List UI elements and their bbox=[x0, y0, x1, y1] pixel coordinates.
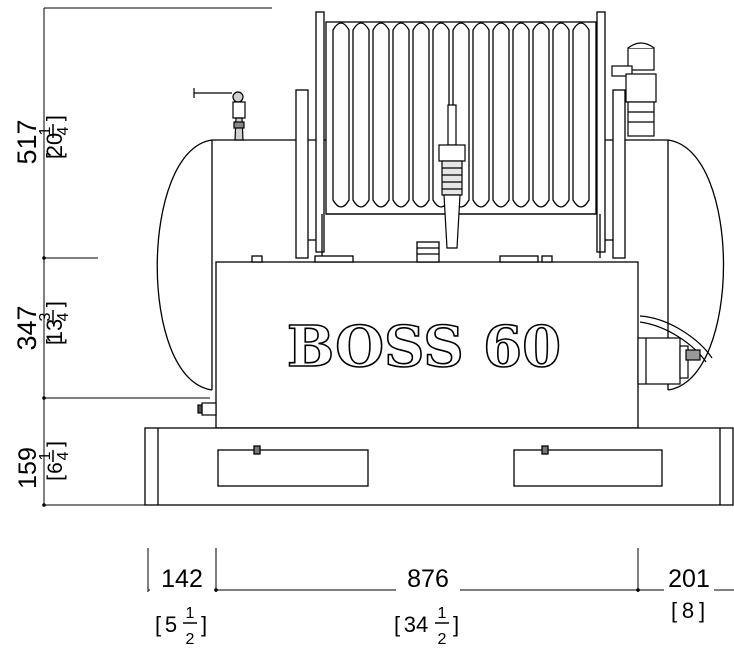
dimension-inch-whole: 8 bbox=[682, 598, 694, 623]
reel-bracket-right bbox=[612, 89, 626, 259]
svg-text:]: ] bbox=[201, 612, 207, 637]
svg-text:[: [ bbox=[671, 598, 677, 623]
svg-text:[: [ bbox=[155, 612, 161, 637]
fitting-right bbox=[611, 42, 657, 137]
forklift-pocket-left bbox=[217, 449, 369, 487]
dimension-inch-whole: 13 bbox=[42, 319, 67, 343]
horizontal-dimension-ticks bbox=[214, 588, 640, 592]
dimension-mm-value: 876 bbox=[407, 565, 449, 593]
drain-fitting-left bbox=[197, 402, 217, 416]
nozzle bbox=[438, 104, 466, 249]
dimension-inch-whole: 5 bbox=[165, 612, 177, 637]
dimension-mm-value: 517 bbox=[12, 119, 42, 164]
dimension-inch-denominator: 4 bbox=[55, 126, 72, 135]
horizontal-dimension-lines bbox=[147, 548, 734, 592]
svg-text:[: [ bbox=[394, 612, 400, 637]
svg-text:]: ] bbox=[42, 115, 67, 121]
valve-left bbox=[193, 88, 246, 141]
dimension-inch-numerator: 1 bbox=[37, 451, 54, 460]
dimension-inch-whole: 20 bbox=[42, 133, 67, 157]
dimension-mm-value: 201 bbox=[668, 565, 710, 593]
dimension-height-top: 517 [ 20 bbox=[12, 119, 67, 164]
dimension-inch-denominator: 2 bbox=[186, 631, 195, 648]
svg-text:[: [ bbox=[44, 475, 67, 481]
dimension-inch-numerator: 1 bbox=[186, 605, 195, 622]
base-skid bbox=[144, 427, 734, 506]
dimension-inch-bracket-open: [ bbox=[42, 153, 67, 159]
hose-reel bbox=[295, 11, 626, 259]
dimension-height-bottom: 159 [ 6 1 4 ] bbox=[14, 441, 72, 489]
vertical-dimension-ticks bbox=[42, 256, 46, 507]
reel-flange-left bbox=[315, 11, 325, 253]
dimension-inch-numerator: 1 bbox=[37, 126, 54, 135]
control-box bbox=[215, 241, 639, 429]
dimension-width-left: 142 [ 5 1 2 ] bbox=[155, 565, 207, 648]
dimension-inch-numerator: 3 bbox=[37, 312, 54, 321]
dimension-width-middle: 876 [ 34 1 2 ] bbox=[394, 565, 459, 648]
dimension-inch-numerator: 1 bbox=[438, 605, 447, 622]
dimension-inch-whole: 34 bbox=[404, 612, 428, 637]
dimension-inch-denominator: 4 bbox=[55, 312, 72, 321]
product-label: BOSS 60 bbox=[287, 314, 561, 380]
reel-flange-right bbox=[596, 11, 606, 253]
reel-bracket-left bbox=[295, 89, 309, 259]
dimension-width-right: 201 [ 8 ] bbox=[668, 565, 710, 623]
dimension-inch-denominator: 2 bbox=[438, 631, 447, 648]
dimension-mm-value: 159 bbox=[14, 447, 42, 489]
pump-right bbox=[637, 315, 713, 385]
forklift-pocket-right bbox=[513, 449, 663, 487]
dimension-mm-value: 347 bbox=[12, 305, 42, 350]
hose-coils bbox=[325, 21, 597, 215]
dimension-height-top-fraction: 1 4 ] bbox=[37, 115, 72, 138]
svg-text:]: ] bbox=[44, 441, 67, 447]
svg-text:]: ] bbox=[42, 301, 67, 307]
dimension-inch-whole: 6 bbox=[44, 462, 67, 474]
dimension-inch-denominator: 4 bbox=[55, 451, 72, 460]
dimension-height-middle: 347 [ 13 3 4 ] bbox=[12, 301, 72, 351]
svg-text:]: ] bbox=[453, 612, 459, 637]
svg-text:[: [ bbox=[42, 339, 67, 345]
svg-text:]: ] bbox=[699, 598, 705, 623]
dimension-mm-value: 142 bbox=[161, 565, 203, 593]
